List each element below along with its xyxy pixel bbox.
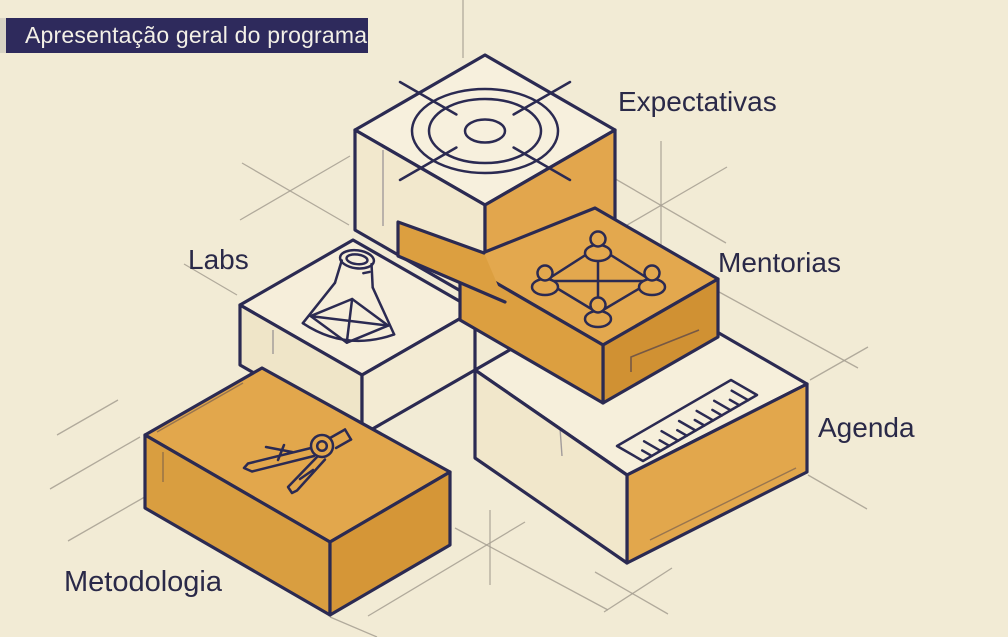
target-icon — [398, 80, 572, 182]
label-expectativas: Expectativas — [618, 86, 777, 117]
label-agenda: Agenda — [818, 412, 915, 443]
ruler-icon — [615, 378, 759, 463]
label-labs: Labs — [188, 244, 249, 275]
block-mentorias — [396, 206, 720, 405]
mentorias-side-bar — [398, 222, 505, 302]
agenda-front-face — [473, 368, 629, 565]
title-banner: Apresentação geral do programa — [0, 18, 368, 53]
slide-title: Apresentação geral do programa — [25, 22, 368, 48]
drafting-compass-icon — [242, 428, 353, 495]
flask-icon — [301, 248, 396, 344]
block-labs — [238, 238, 477, 437]
metodologia-right-face — [328, 470, 452, 617]
label-mentorias: Mentorias — [718, 247, 841, 278]
block-labels: Expectativas Labs Mentorias Agenda Metod… — [64, 86, 915, 598]
block-metodologia — [143, 366, 452, 617]
people-network-icon — [530, 230, 667, 329]
label-metodologia: Metodologia — [64, 566, 223, 598]
